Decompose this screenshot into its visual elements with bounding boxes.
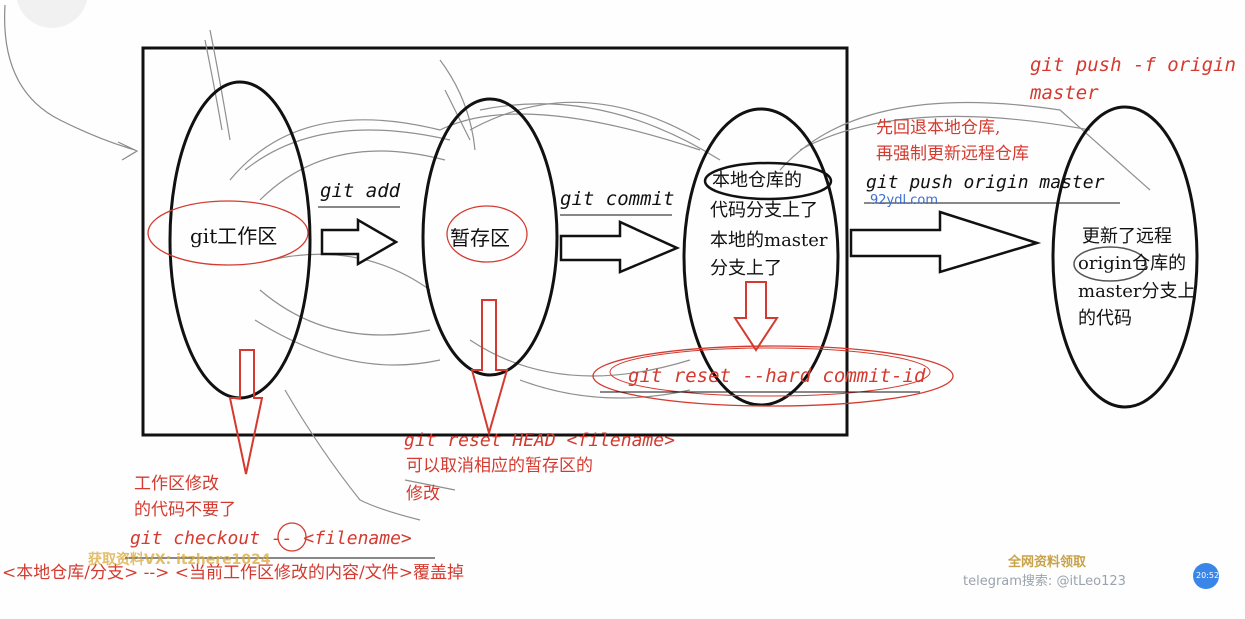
corner-circle	[16, 0, 88, 28]
origin-word-circle	[1073, 246, 1147, 282]
local-repo-ellipse	[682, 107, 840, 407]
cmd-git-commit: git commit	[560, 188, 675, 210]
promo-contact: telegram搜索: @itLeo123	[963, 574, 1126, 589]
watermark-wechat: 获取资料VX: itzhere1024	[88, 552, 271, 568]
arrow-down-local	[733, 281, 779, 352]
remote-repo-ellipse	[1051, 105, 1199, 409]
staging-ellipse	[421, 97, 559, 377]
cmd-git-add: git add	[320, 180, 401, 202]
staging-label: 暂存区	[450, 226, 510, 250]
arrow-down-staging	[470, 299, 509, 437]
arrow-commit	[559, 220, 681, 274]
underlines	[125, 202, 1120, 559]
local-word-circle	[703, 161, 833, 201]
local-area-box	[141, 46, 849, 437]
sketch-curve-left	[4, 4, 139, 161]
clock-text: 20:52	[1196, 571, 1220, 580]
staging-highlight	[446, 205, 528, 263]
reset-hard-highlight	[592, 345, 954, 407]
cmd-git-checkout: git checkout -- <filename>	[130, 528, 412, 549]
reset-hard-highlight-2	[609, 347, 931, 397]
sketch-scribbles	[204, 29, 1151, 521]
workspace-label: git工作区	[190, 224, 278, 248]
dashdash-circle	[277, 522, 307, 552]
cmd-git-push: git push origin master	[866, 172, 1105, 193]
arrow-push	[849, 210, 1042, 274]
clock-badge	[1193, 563, 1219, 589]
watermark-site: 92ydl.com	[870, 193, 938, 208]
promo-title: 全网资料领取	[1008, 555, 1087, 570]
cmd-git-reset-hard: git reset --hard commit-id	[628, 365, 926, 387]
note-checkout-explain: <本地仓库/分支> --> <当前工作区修改的内容/文件>覆盖掉	[2, 563, 464, 583]
cmd-git-reset-head: git reset HEAD <filename>	[404, 430, 675, 451]
workspace-highlight	[147, 200, 309, 266]
arrow-add	[320, 217, 399, 267]
arrow-down-workspace	[228, 349, 264, 475]
